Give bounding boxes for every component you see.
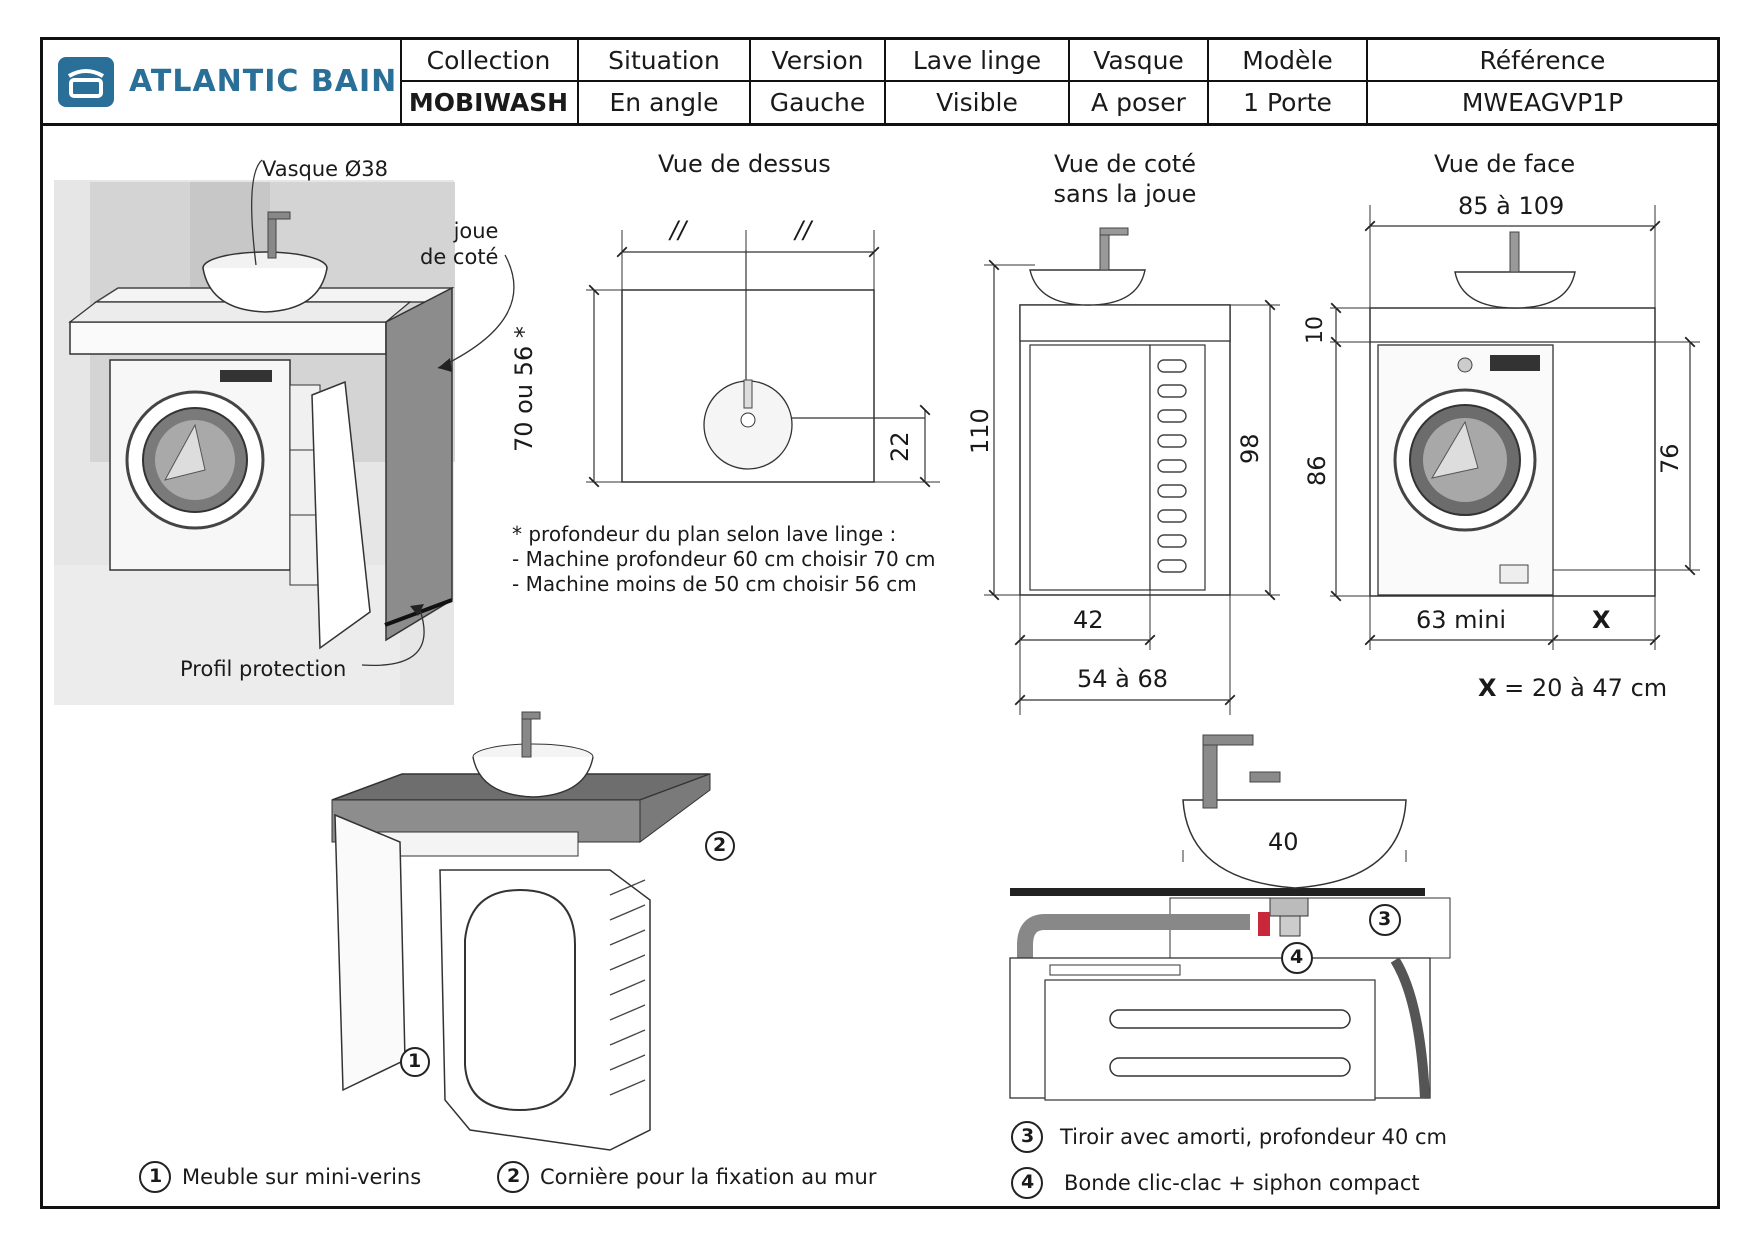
front-height-left-dim: 86 (1303, 455, 1331, 486)
half-mark-left: // (670, 216, 687, 244)
brand-logo: ATLANTIC BAIN (43, 40, 402, 123)
front-width-total-dim: 85 à 109 (1458, 192, 1565, 220)
header-label: Lave linge (886, 40, 1068, 82)
cabinet-perspective (331, 711, 735, 1151)
vasque-label: Vasque Ø38 (262, 157, 389, 181)
brand-name: ATLANTIC BAIN (129, 64, 398, 99)
depth-note-line: - Machine moins de 50 cm choisir 56 cm (512, 572, 917, 596)
header-col-situation: Situation En angle (579, 40, 751, 123)
header-label: Situation (579, 40, 749, 82)
header-value: MWEAGVP1P (1461, 88, 1624, 117)
legend-2-text: Cornière pour la fixation au mur (540, 1165, 877, 1189)
technical-sheet: ATLANTIC BAIN Collection MOBIWASH Situat… (40, 37, 1720, 1209)
front-width-x-dim: X (1592, 606, 1611, 634)
basin-width-dim: 40 (1268, 828, 1299, 856)
header-value: Visible (936, 88, 1018, 117)
header-label: Collection (400, 40, 577, 82)
legend-4-num: 4 (1021, 1171, 1035, 1193)
side-view (984, 227, 1280, 715)
header-value: A poser (1091, 88, 1186, 117)
front-top-thickness-dim: 10 (1303, 316, 1328, 344)
top-view-title: Vue de dessus (658, 150, 831, 178)
legend-4-text: Bonde clic-clac + siphon compact (1064, 1171, 1420, 1195)
side-height-total-dim: 110 (966, 408, 994, 454)
header-col-modele: Modèle 1 Porte (1209, 40, 1368, 123)
header-value: MOBIWASH (408, 88, 569, 117)
x-note: X = 20 à 47 cm (1478, 674, 1667, 702)
side-height-inner-dim: 98 (1236, 433, 1264, 464)
callout-1-marker: 1 (408, 1050, 422, 1072)
x-note-text: = 20 à 47 cm (1504, 674, 1668, 702)
joue-label: joue de coté (420, 219, 499, 269)
header-col-version: Version Gauche (751, 40, 886, 123)
callout-4-marker: 4 (1290, 946, 1304, 968)
header-value: 1 Porte (1243, 88, 1332, 117)
legend-1-text: Meuble sur mini-verins (182, 1165, 422, 1189)
header-label: Modèle (1209, 40, 1366, 82)
front-view (1330, 205, 1700, 650)
top-view (586, 230, 940, 488)
drain-detail (1009, 734, 1451, 1101)
legend-2-num: 2 (507, 1165, 521, 1187)
header-label: Référence (1368, 40, 1717, 82)
header-value: Gauche (769, 88, 866, 117)
top-depth-dim: 70 ou 56 * (510, 326, 538, 452)
header-label: Version (751, 40, 884, 82)
top-offset-dim: 22 (886, 431, 914, 462)
depth-note: * profondeur du plan selon lave linge : … (512, 522, 936, 597)
legend-1-num: 1 (149, 1165, 163, 1187)
callout-3-marker: 3 (1378, 908, 1392, 930)
header-table: ATLANTIC BAIN Collection MOBIWASH Situat… (43, 40, 1717, 126)
profil-protection-label: Profil protection (180, 657, 347, 681)
header-value: En angle (609, 88, 719, 117)
header-col-lave-linge: Lave linge Visible (886, 40, 1070, 123)
perspective-view (54, 159, 515, 705)
callout-2-marker: 2 (713, 834, 727, 856)
half-mark-right: // (795, 216, 812, 244)
side-width-total-dim: 54 à 68 (1077, 665, 1169, 693)
side-view-title: Vue de coté (1053, 150, 1197, 178)
side-width-inner-dim: 42 (1073, 606, 1104, 634)
front-view-title: Vue de face (1434, 150, 1576, 178)
atlantic-bain-logo-icon (58, 56, 114, 107)
depth-note-line: - Machine profondeur 60 cm choisir 70 cm (512, 547, 936, 571)
legend-3-text: Tiroir avec amorti, profondeur 40 cm (1060, 1125, 1448, 1149)
legend-3-num: 3 (1021, 1125, 1035, 1147)
depth-note-line: * profondeur du plan selon lave linge : (512, 522, 897, 546)
header-label: Vasque (1070, 40, 1207, 82)
header-col-vasque: Vasque A poser (1070, 40, 1209, 123)
header-col-collection: Collection MOBIWASH (400, 40, 579, 123)
front-width-machine-dim: 63 mini (1416, 606, 1507, 634)
header-col-reference: Référence MWEAGVP1P (1368, 40, 1717, 123)
x-note-symbol: X (1478, 674, 1497, 702)
side-view-subtitle: sans la joue (1053, 180, 1197, 208)
front-height-right-dim: 76 (1656, 443, 1684, 474)
legend-badges (139, 1121, 1043, 1199)
